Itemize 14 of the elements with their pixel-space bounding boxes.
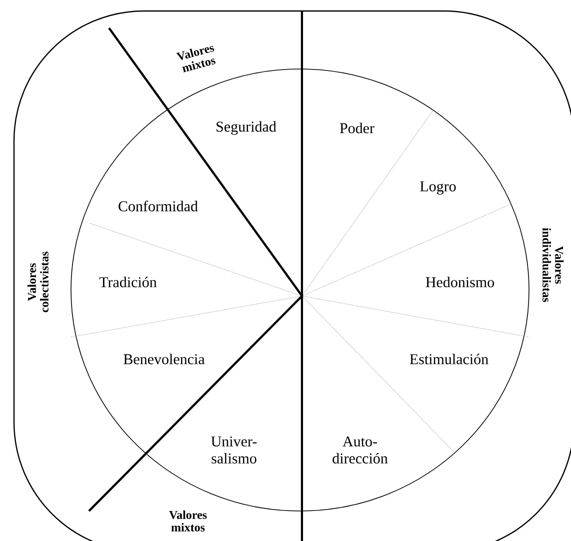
group-label: Valores mixtos: [176, 46, 216, 72]
group-label: Valores mixtos: [169, 510, 207, 532]
group-label: Valores individualistas: [542, 228, 564, 302]
segment-label: Logro: [420, 181, 456, 195]
segment-label: Seguridad: [216, 121, 276, 135]
segment-label: Benevolencia: [124, 354, 205, 364]
segment-label: Estimulación: [410, 354, 488, 364]
segment-label: Poder: [340, 122, 374, 134]
segment-label: Auto- dirección: [332, 436, 388, 464]
segment-label: Hedonismo: [426, 276, 494, 288]
segment-label: Conformidad: [118, 200, 198, 212]
group-label: Valores colectivistas: [28, 252, 48, 312]
segment-label: Univer- salismo: [211, 436, 257, 464]
segment-label: Tradición: [99, 276, 157, 288]
